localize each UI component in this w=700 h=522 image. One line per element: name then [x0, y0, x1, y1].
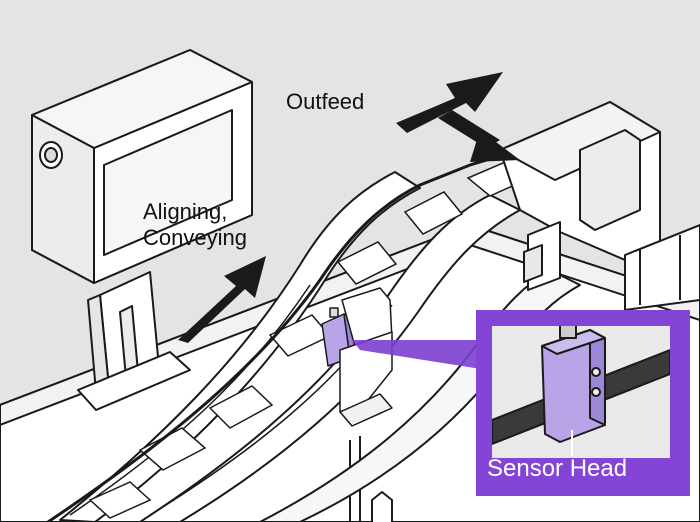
aligning-arrow: [178, 256, 266, 343]
control-panel: [31, 49, 253, 411]
aligning-conveying-label: Aligning, Conveying: [143, 199, 247, 251]
outfeed-arrow: [396, 72, 520, 162]
outfeed-label: Outfeed: [286, 89, 365, 114]
sensor-callout: [476, 310, 690, 496]
aligning-label-line2: Conveying: [143, 225, 247, 250]
sensor-head-label: Sensor Head: [487, 455, 628, 482]
callout-beam: [352, 340, 500, 372]
stacker-unit: [499, 101, 700, 311]
aligning-label-line1: Aligning,: [143, 199, 228, 224]
belt-track: [47, 136, 561, 522]
